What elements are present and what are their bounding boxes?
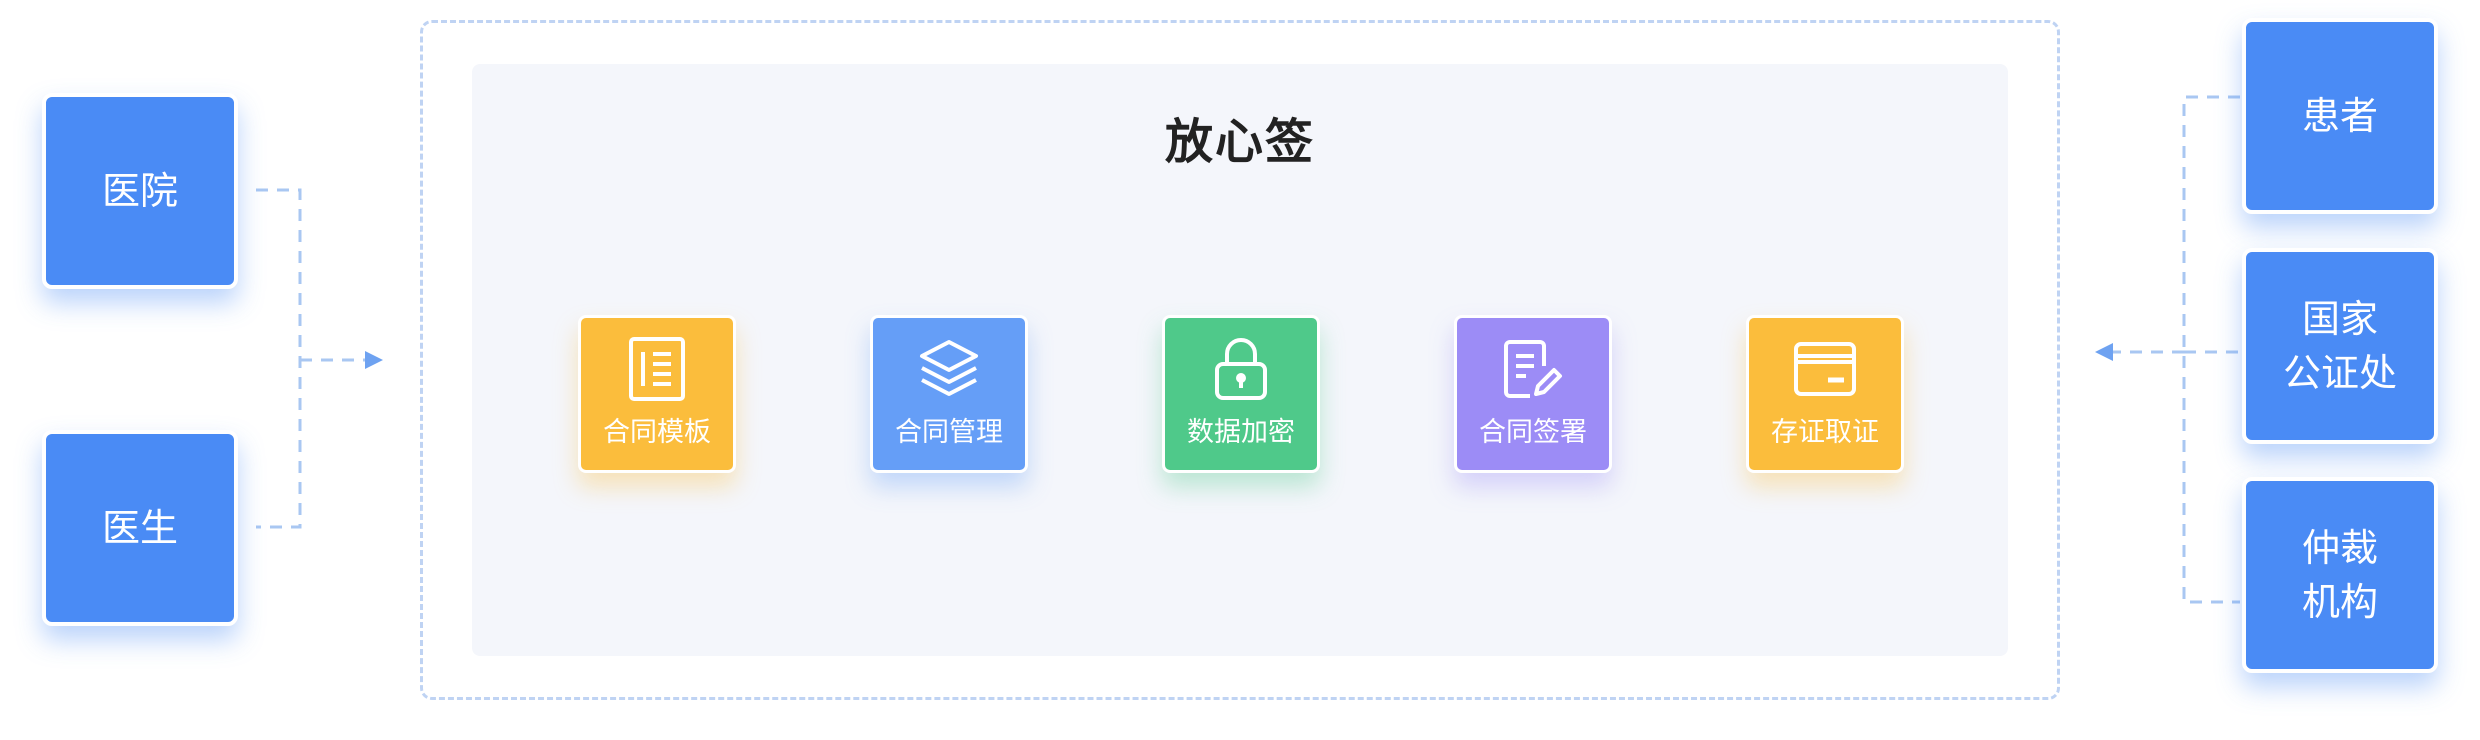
node-doctor: 医生: [42, 430, 238, 626]
module-contract-signing: 合同签署: [1454, 315, 1612, 473]
module-contract-management: 合同管理: [870, 315, 1028, 473]
lock-icon: [1215, 338, 1267, 400]
platform-dashed-frame: [420, 20, 2060, 700]
module-data-encryption: 数据加密: [1162, 315, 1320, 473]
module-contract-management-label: 合同管理: [895, 417, 1003, 448]
node-arbitration-line-1: 仲裁: [2301, 526, 2378, 570]
card-icon: [1794, 342, 1856, 396]
node-arbitration-line-2: 机构: [2301, 580, 2378, 624]
dash-right-bracket: [2182, 95, 2240, 604]
node-arbitration: 仲裁 机构: [2242, 477, 2438, 673]
node-hospital-label: 医院: [101, 169, 178, 213]
module-contract-template-label: 合同模板: [603, 417, 711, 448]
node-doctor-label: 医生: [101, 506, 178, 550]
dash-hospital-line: [256, 188, 302, 529]
module-data-encryption-label: 数据加密: [1187, 417, 1295, 448]
node-notary-line-1: 国家: [2301, 297, 2378, 341]
platform-title: 放心签: [1164, 114, 1315, 170]
node-national-notary: 国家 公证处: [2242, 248, 2438, 444]
module-contract-signing-label: 合同签署: [1479, 417, 1587, 448]
node-hospital: 医院: [42, 93, 238, 289]
layers-icon: [920, 340, 978, 396]
module-evidence-storage-label: 存证取证: [1771, 417, 1879, 448]
module-evidence-storage: 存证取证: [1746, 315, 1904, 473]
module-contract-template: 合同模板: [578, 315, 736, 473]
node-patient-line-1: 患者: [2301, 94, 2378, 138]
document-icon: [629, 337, 685, 401]
node-patient: 患者: [2242, 18, 2438, 214]
sign-pen-icon: [1504, 340, 1562, 398]
node-notary-line-2: 公证处: [2282, 351, 2397, 395]
